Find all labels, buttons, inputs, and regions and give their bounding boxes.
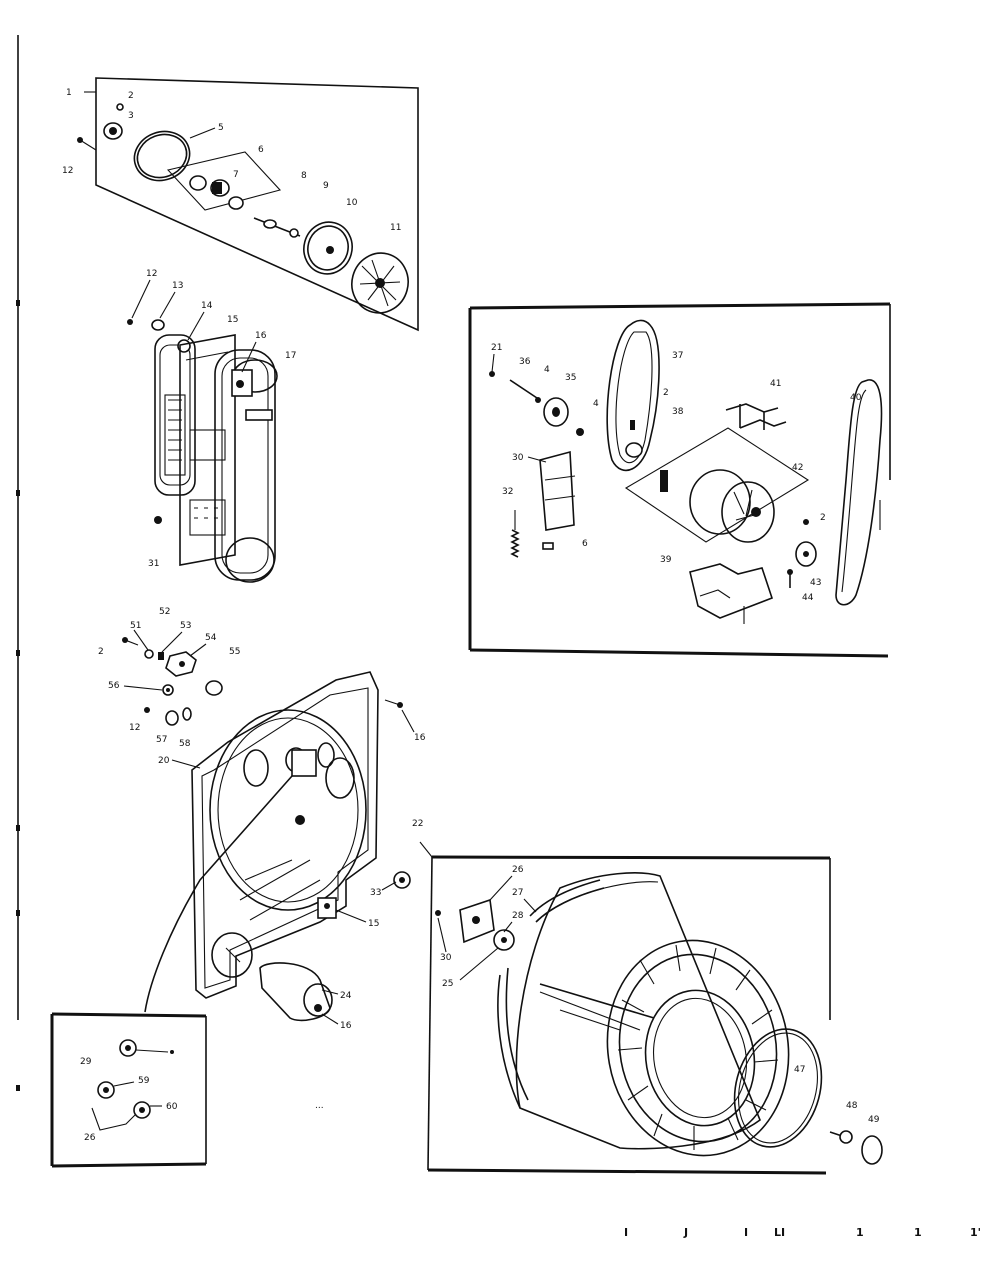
callout-15b: 15 — [368, 919, 379, 929]
callout-12: 12 — [62, 166, 73, 176]
callout-49: 49 — [868, 1115, 880, 1125]
callout-39: 39 — [660, 555, 672, 565]
callout-13: 13 — [172, 281, 183, 291]
footer-mark-5: 1 — [856, 1226, 864, 1239]
callout-35: 35 — [565, 373, 576, 383]
callout-58: 58 — [179, 739, 191, 749]
blower-callouts: 1 2 3 5 6 7 8 9 10 11 12 — [62, 88, 401, 233]
callout-4: 4 — [544, 365, 550, 375]
callout-31: 31 — [148, 559, 159, 569]
inset-box — [50, 1012, 207, 1168]
duct-callouts: 12 13 14 15 16 17 31 — [131, 269, 296, 569]
callout-16: 16 — [255, 331, 267, 341]
callout-5: 5 — [218, 123, 224, 133]
callout-21: 21 — [491, 343, 502, 353]
callout-24: 24 — [340, 991, 352, 1001]
callout-25: 25 — [442, 979, 453, 989]
callout-14: 14 — [201, 301, 213, 311]
callout-60: 60 — [166, 1102, 178, 1112]
callout-56: 56 — [108, 681, 120, 691]
callout-3: 3 — [128, 111, 134, 121]
callout-11: 11 — [390, 223, 401, 233]
motor-assembly — [489, 319, 883, 624]
callout-27: 27 — [512, 888, 523, 898]
drum-callouts: 22 26 27 28 30 25 47 48 49 — [412, 819, 880, 1125]
inset-callouts: 29 59 60 26 — [80, 1057, 178, 1143]
callout-59: 59 — [138, 1076, 150, 1086]
callout-48: 48 — [846, 1101, 858, 1111]
footer-mark-7: 1' — [970, 1226, 981, 1239]
footer-mark-3: I — [744, 1226, 748, 1239]
callout-2b: 2 — [663, 388, 669, 398]
callout-4b: 4 — [593, 399, 599, 409]
callout-6b: 6 — [582, 539, 588, 549]
callout-26b: 26 — [84, 1133, 96, 1143]
callout-8: 8 — [301, 171, 307, 181]
callout-52: 52 — [159, 607, 170, 617]
callout-15: 15 — [227, 315, 238, 325]
callout-55: 55 — [229, 647, 240, 657]
drum-box — [419, 841, 831, 1175]
callout-29: 29 — [80, 1057, 92, 1067]
callout-16c: 16 — [340, 1021, 352, 1031]
callout-38: 38 — [672, 407, 684, 417]
footer-mark-6: 1 — [914, 1226, 922, 1239]
callout-17: 17 — [285, 351, 296, 361]
callout-53: 53 — [180, 621, 191, 631]
callout-47: 47 — [794, 1065, 805, 1075]
callout-28: 28 — [512, 911, 524, 921]
footer-mark-2: J — [683, 1226, 688, 1239]
callout-36: 36 — [519, 357, 531, 367]
footer-marks: I J I LI 1 1 1' — [624, 1226, 981, 1239]
callout-41: 41 — [770, 379, 781, 389]
callout-9: 9 — [323, 181, 329, 191]
callout-10: 10 — [346, 198, 358, 208]
callout-1: 1 — [66, 88, 72, 98]
callout-33: 33 — [370, 888, 381, 898]
callout-2d: 51 — [130, 621, 141, 631]
motor-assembly-box — [468, 302, 891, 658]
blower-assembly — [77, 77, 419, 332]
callout-6: 6 — [258, 145, 264, 155]
callout-2c: 2 — [820, 513, 826, 523]
bulkhead-assembly — [122, 637, 411, 1022]
callout-43: 43 — [810, 578, 821, 588]
footer-mark-1: I — [624, 1226, 628, 1239]
callout-2: 2 — [128, 91, 134, 101]
callout-57: 57 — [156, 735, 167, 745]
drum-assembly — [435, 872, 883, 1165]
callout-16b: 16 — [414, 733, 426, 743]
callout-40: 40 — [850, 393, 862, 403]
callout-44: 44 — [802, 593, 814, 603]
duct-assembly — [127, 319, 278, 583]
callout-12b: 12 — [146, 269, 157, 279]
callout-37: 37 — [672, 351, 683, 361]
callout-30b: 30 — [440, 953, 452, 963]
footer-mark-4: LI — [774, 1226, 785, 1239]
callout-26: 26 — [512, 865, 524, 875]
callout-22: 22 — [412, 819, 423, 829]
callout-drawn: ... — [315, 1101, 324, 1111]
callout-12c: 12 — [129, 723, 140, 733]
motor-callouts: 21 36 4 35 37 2 38 4 30 32 6 41 42 40 2 … — [491, 343, 862, 603]
callout-30: 30 — [512, 453, 524, 463]
bulkhead-callouts: 52 51 2 53 54 55 56 12 57 58 16 20 33 15… — [98, 607, 426, 1111]
callout-42: 42 — [792, 463, 803, 473]
binding-marks — [16, 35, 20, 1091]
callout-20: 20 — [158, 756, 170, 766]
callout-7: 7 — [233, 170, 239, 180]
callout-54: 54 — [205, 633, 217, 643]
callout-51: 2 — [98, 647, 104, 657]
callout-32: 32 — [502, 487, 513, 497]
